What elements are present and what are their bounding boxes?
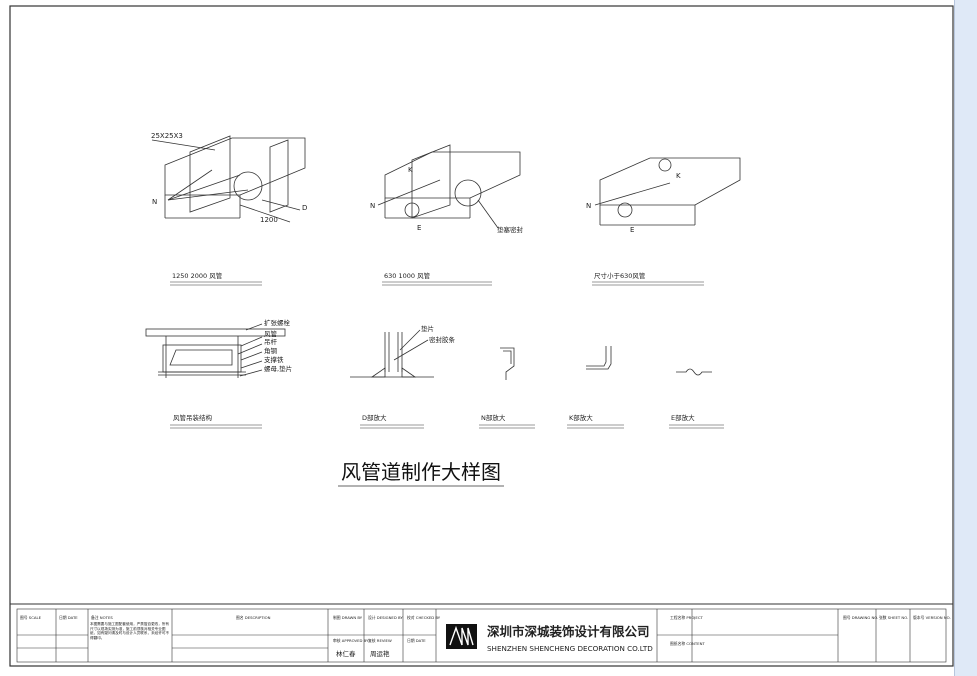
leader-callout-medium: [477, 199, 499, 229]
logo-mark-m: [461, 627, 474, 646]
dim-length-label: 1200: [260, 216, 278, 224]
ceiling-slab: [145, 328, 286, 337]
dim-angle-label: 25X25X3: [151, 132, 183, 140]
leader-n-3: [167, 169, 213, 201]
label-n-3: N: [586, 202, 591, 210]
leader-nut: [239, 369, 263, 377]
tb-drawn-label: 制图 DRAWN BY: [333, 615, 363, 620]
title-block-frame: [16, 608, 947, 663]
detail-n-profile-inner: [503, 350, 512, 364]
duct-view-large: [151, 135, 306, 223]
tb-sheet-label: 张数 SHEET NO.: [879, 615, 908, 620]
leader-n-small: [594, 182, 671, 206]
leader-brace: [240, 360, 263, 369]
duct-medium-flange: [411, 144, 451, 219]
support-callout-6: 螺母,垫片: [264, 364, 292, 373]
leader-duct: [240, 336, 263, 347]
leader-angle: [151, 139, 216, 151]
company-name-cn: 深圳市深城装饰设计有限公司: [487, 624, 650, 639]
dim-line-1200: [239, 204, 291, 223]
detail-d-gusset-left: [370, 367, 386, 378]
leader-n-2: [167, 189, 249, 201]
caption-detail-k: K部放大: [569, 413, 593, 422]
detail-n-drawing: [500, 347, 515, 380]
callout-seal-medium: 垫塞密封: [497, 225, 524, 234]
company-name-en: SHENZHEN SHENCHENG DECORATION CO.LTD: [487, 644, 653, 653]
detail-d-gusset-right: [401, 367, 417, 378]
label-n-1: N: [152, 198, 157, 206]
label-d-1: D: [302, 204, 307, 212]
tb-date-label: 日期 DATE: [59, 615, 78, 620]
tb-version-label: 版本号 VERSION NO.: [913, 615, 951, 620]
support-callout-3: 吊杆: [264, 337, 278, 346]
detail-d-callout-2: 密封胶条: [429, 335, 456, 344]
leader-angle-steel: [240, 351, 263, 361]
caption-detail-n: N部放大: [481, 413, 506, 422]
caption-support: 风管吊装结构: [173, 413, 213, 422]
company-logo: [446, 624, 477, 649]
support-callout-4: 角钢: [264, 346, 278, 355]
caption-view-1: 1250 2000 风管: [172, 271, 223, 280]
leader-bolt: [245, 323, 263, 331]
leader-n-1: [167, 174, 241, 201]
tb-review-label: 复核 REVIEW: [368, 638, 392, 643]
leader-rod: [237, 343, 263, 355]
tb-date2-label: 日期 DATE: [407, 638, 426, 643]
tb-remarks-box: 本图需要与施工图配套使用，严禁擅自更改，所有尺寸以现场实测为准，施工前须核对相关…: [90, 622, 170, 640]
caption-view-2: 630 1000 风管: [384, 271, 431, 280]
tb-design-label: 设计 DESIGNED BY: [368, 615, 403, 620]
duct-view-medium: [377, 144, 521, 229]
detail-e-seam: [676, 368, 712, 376]
duct-medium-e-circle: [404, 202, 420, 218]
duct-inner: [169, 349, 233, 366]
tb-approve-label: 审核 APPROVED BY: [333, 638, 369, 643]
tb-name-2: 周运艳: [370, 649, 390, 658]
duct-large-flange-2: [269, 139, 289, 213]
tb-project-label: 工程名称 PROJECT: [670, 615, 703, 620]
label-e-3: E: [630, 226, 634, 234]
support-callout-5: 支撑铁: [264, 355, 284, 364]
duct-view-small: [594, 157, 741, 226]
logo-mark-a: [449, 625, 463, 646]
label-e-2: E: [417, 224, 421, 232]
duct-small-k-circle: [658, 158, 672, 172]
detail-n-profile: [500, 347, 515, 380]
tb-content-label: 图纸名称 CONTENT: [670, 641, 705, 646]
detail-e-drawing: [676, 368, 712, 376]
tb-remarks-text: 本图需要与施工图配套使用，严禁擅自更改，所有尺寸以现场实测为准，施工前须核对相关…: [90, 622, 170, 640]
support-callout-2: 风管: [264, 329, 278, 338]
duct-small-e-circle: [617, 202, 633, 218]
tb-remarks-label: 备注 NOTES: [91, 615, 113, 620]
detail-k-profile-outer: [586, 346, 612, 370]
tb-name-1: 林仁春: [336, 649, 356, 658]
duct-medium-detail-circle: [454, 179, 482, 207]
caption-view-3: 尺寸小于630风管: [594, 271, 646, 280]
main-title: 风管道制作大样图: [341, 460, 501, 484]
detail-d-drawing: [350, 329, 434, 378]
leader-d: [261, 199, 301, 211]
vertical-scrollbar[interactable]: [954, 0, 977, 676]
leader-gasket: [399, 329, 421, 351]
tb-description-label: 图名 DESCRIPTION: [236, 615, 271, 620]
support-callout-1: 扩张螺栓: [264, 318, 291, 327]
leader-n-medium: [377, 179, 441, 206]
detail-k-profile: [586, 346, 607, 367]
label-k-2: K: [408, 166, 413, 174]
caption-detail-d: D部放大: [362, 413, 387, 422]
leader-sealant: [393, 339, 429, 361]
label-n-2: N: [370, 202, 375, 210]
duct-large-detail-circle: [233, 171, 263, 201]
detail-d-callout-1: 垫片: [421, 324, 434, 333]
support-structure: [145, 323, 286, 378]
title-block: [16, 608, 947, 663]
tb-scale-label: 图号 SCALE: [20, 615, 42, 620]
caption-detail-e: E部放大: [671, 413, 695, 422]
tb-check-label: 校对 CHECKED BY: [407, 615, 441, 620]
tb-sheet-no-label: 图号 DRAWING NO.: [843, 615, 878, 620]
detail-k-drawing: [586, 346, 612, 370]
label-k-3: K: [676, 172, 681, 180]
